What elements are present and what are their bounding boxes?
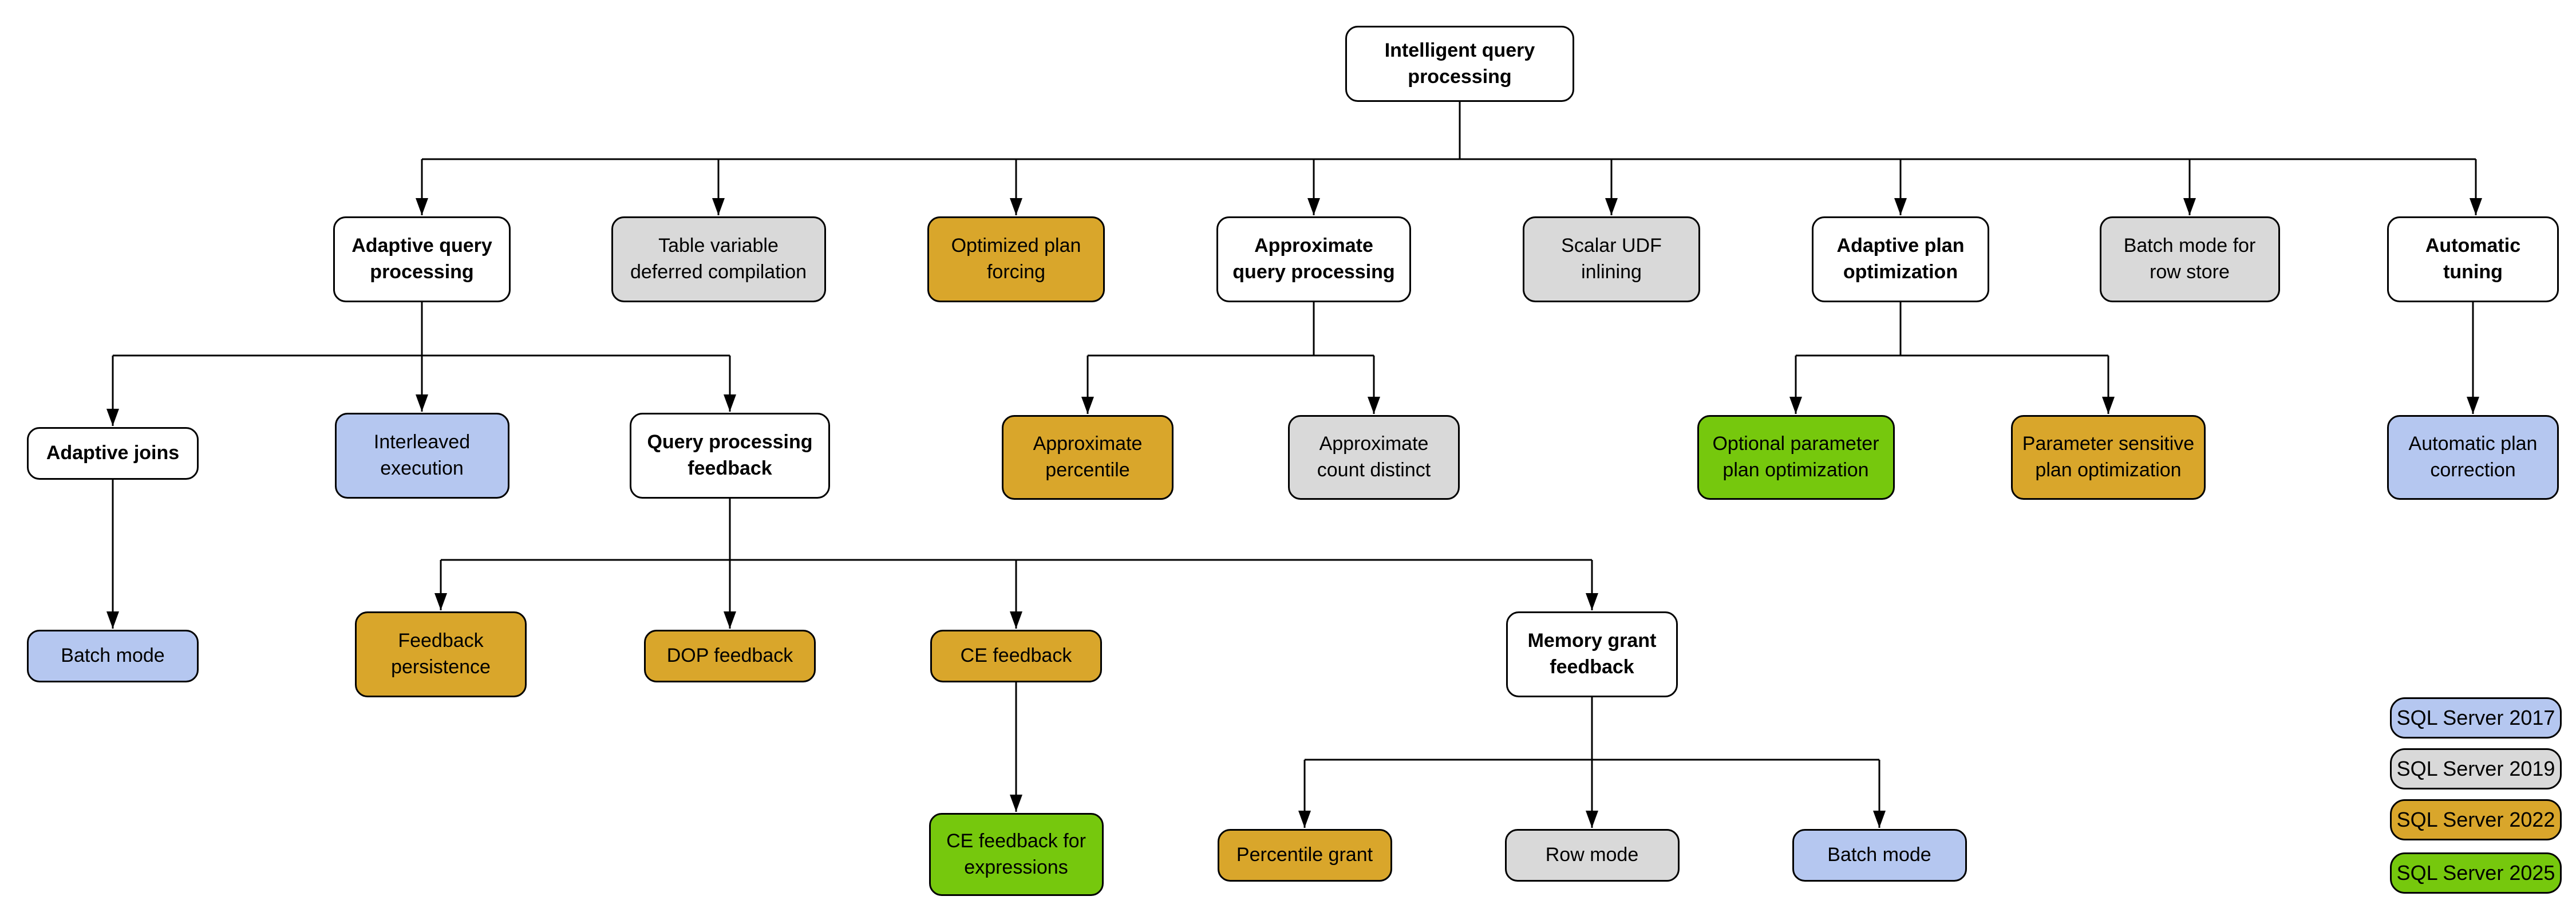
node-label: Feedback <box>398 630 484 652</box>
node-table-variable-deferred-compilation: Table variable deferred compilation <box>611 216 826 302</box>
node-label: Adaptive plan <box>1836 235 1965 257</box>
node-percentile-grant: Percentile grant <box>1217 829 1392 882</box>
node-label: correction <box>2430 459 2516 481</box>
node-label: Query processing <box>647 431 813 453</box>
legend-item-sql-server-2022: SQL Server 2022 <box>2390 799 2562 840</box>
node-label: Batch mode <box>1827 844 1931 866</box>
node-label: Approximate <box>1033 433 1143 455</box>
node-label: forcing <box>986 261 1046 283</box>
node-adaptive-query-processing: Adaptive query processing <box>333 216 511 302</box>
node-label: percentile <box>1045 459 1130 481</box>
node-batch-mode-memory-grant: Batch mode <box>1792 829 1967 882</box>
node-approximate-count-distinct: Approximate count distinct <box>1288 415 1460 500</box>
node-label: row store <box>2150 261 2230 283</box>
node-label: count distinct <box>1317 459 1431 481</box>
node-label: processing <box>370 261 474 283</box>
node-label: Optimized plan <box>951 235 1081 257</box>
node-label: Batch mode for <box>2123 235 2256 257</box>
node-label: processing <box>1408 65 1512 88</box>
node-memory-grant-feedback: Memory grant feedback <box>1506 611 1678 697</box>
node-automatic-plan-correction: Automatic plan correction <box>2387 415 2559 500</box>
legend-item-sql-server-2019: SQL Server 2019 <box>2390 748 2562 789</box>
node-label: plan optimization <box>2035 459 2182 481</box>
node-label: Approximate <box>1319 433 1429 455</box>
node-label: execution <box>380 457 464 479</box>
node-label: Adaptive query <box>351 235 492 257</box>
node-batch-mode-adaptive-joins: Batch mode <box>27 630 199 682</box>
node-label: Table variable <box>658 235 779 257</box>
node-adaptive-plan-optimization: Adaptive plan optimization <box>1812 216 1989 302</box>
node-batch-mode-for-row-store: Batch mode for row store <box>2099 216 2280 302</box>
node-label: persistence <box>391 656 491 678</box>
node-feedback-persistence: Feedback persistence <box>355 611 527 697</box>
node-label: CE feedback for <box>946 830 1086 852</box>
node-intelligent-query-processing: Intelligent query processing <box>1345 26 1574 102</box>
legend-item-sql-server-2025: SQL Server 2025 <box>2390 852 2562 894</box>
node-label: expressions <box>964 856 1068 878</box>
node-label: CE feedback <box>960 645 1072 667</box>
node-label: feedback <box>1550 656 1634 678</box>
node-label: Batch mode <box>61 645 165 667</box>
node-label: Percentile grant <box>1236 844 1373 866</box>
node-scalar-udf-inlining: Scalar UDF inlining <box>1523 216 1700 302</box>
node-label: Automatic plan <box>2408 433 2538 455</box>
node-label: deferred compilation <box>630 261 807 283</box>
node-label: Interleaved <box>373 431 471 453</box>
legend-item-sql-server-2017: SQL Server 2017 <box>2390 697 2562 739</box>
node-interleaved-execution: Interleaved execution <box>334 413 509 499</box>
node-label: optimization <box>1843 261 1958 283</box>
node-parameter-sensitive-plan-optimization: Parameter sensitive plan optimization <box>2011 415 2206 500</box>
node-label: tuning <box>2443 261 2503 283</box>
node-approximate-percentile: Approximate percentile <box>1002 415 1174 500</box>
node-dop-feedback: DOP feedback <box>644 630 816 682</box>
node-ce-feedback: CE feedback <box>930 630 1102 682</box>
node-label: inlining <box>1581 261 1642 283</box>
node-label: DOP feedback <box>666 645 793 667</box>
node-label: Parameter sensitive <box>2022 433 2195 455</box>
node-label: Automatic <box>2425 235 2521 257</box>
node-label: Scalar UDF <box>1561 235 1662 257</box>
node-ce-feedback-for-expressions: CE feedback for expressions <box>929 813 1104 896</box>
node-label: Optional parameter <box>1712 433 1879 455</box>
node-optimized-plan-forcing: Optimized plan forcing <box>927 216 1105 302</box>
node-label: plan optimization <box>1722 459 1869 481</box>
node-adaptive-joins: Adaptive joins <box>27 427 199 480</box>
node-optional-parameter-plan-optimization: Optional parameter plan optimization <box>1697 415 1895 500</box>
node-label: feedback <box>688 457 772 479</box>
node-approximate-query-processing: Approximate query processing <box>1216 216 1411 302</box>
node-label: Intelligent query <box>1384 39 1535 61</box>
node-label: Approximate <box>1254 235 1373 257</box>
node-label: query processing <box>1232 261 1395 283</box>
node-query-processing-feedback: Query processing feedback <box>630 413 830 499</box>
node-label: Memory grant <box>1527 630 1657 652</box>
node-automatic-tuning: Automatic tuning <box>2387 216 2559 302</box>
node-row-mode: Row mode <box>1504 829 1680 882</box>
node-label: Row mode <box>1545 844 1639 866</box>
node-label: Adaptive joins <box>46 442 180 464</box>
